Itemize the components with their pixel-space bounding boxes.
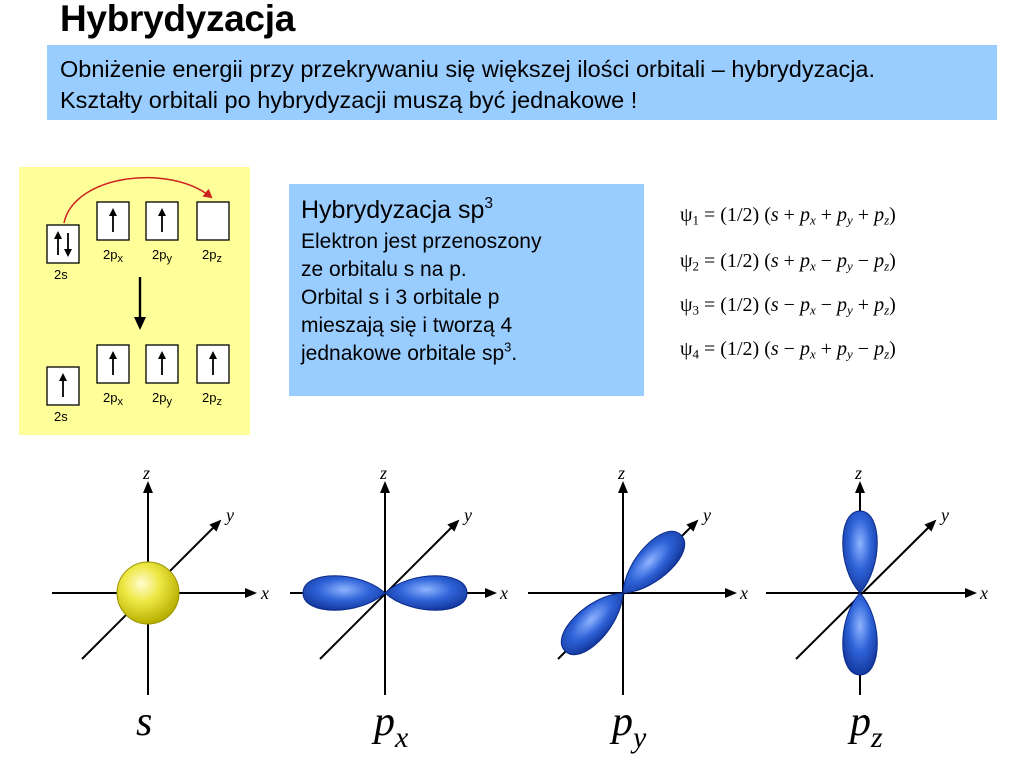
equation-psi-2: ψ2 = (1/2) (s + px − py − pz) xyxy=(680,250,896,274)
label-2px-top: 2px xyxy=(103,247,123,265)
sp3-line-2: ze orbitalu s na p. xyxy=(301,258,467,281)
axis-label-z-pz: z xyxy=(854,463,862,483)
axis-label-z-py: z xyxy=(617,463,625,483)
box-2s-top xyxy=(46,224,80,264)
axis-label-y-py: y xyxy=(701,505,711,525)
orbital-pz xyxy=(766,481,977,695)
intro-line-1: Obniżenie energii przy przekrywaniu się … xyxy=(60,56,876,82)
sp3-line-5: jednakowe orbitale sp3. xyxy=(301,339,518,365)
equation-psi-4: ψ4 = (1/2) (s − px + py − pz) xyxy=(680,338,896,362)
orbital-px xyxy=(290,481,497,695)
axis-label-y-s: y xyxy=(224,505,234,525)
orbital-s xyxy=(52,481,257,695)
equation-psi-3: ψ3 = (1/2) (s − px − py + pz) xyxy=(680,294,896,318)
label-2pz-bottom: 2pz xyxy=(202,390,222,408)
slide-title: Hybrydyzacja xyxy=(60,0,295,39)
promotion-arrow xyxy=(63,176,213,224)
axis-label-y-px: y xyxy=(462,505,472,525)
axis-label-x-s: x xyxy=(260,583,269,603)
label-2pz-top: 2pz xyxy=(202,247,222,265)
axis-label-y-pz: y xyxy=(939,505,949,525)
electron-configuration-diagram: 2s 2px 2py 2pz 2s 2px 2py 2pz xyxy=(19,167,250,435)
orbital-py xyxy=(528,481,737,695)
orbital-shapes: x y z x y z x y z x y z s px py pz xyxy=(52,463,988,754)
label-2s-top: 2s xyxy=(54,267,68,282)
axis-label-x-py: x xyxy=(739,583,748,603)
orbital-label-py: py xyxy=(609,699,647,754)
axis-label-z-px: z xyxy=(379,463,387,483)
axis-label-x-pz: x xyxy=(979,583,988,603)
orbital-label-px: px xyxy=(371,699,409,754)
intro-box: Obniżenie energii przy przekrywaniu się … xyxy=(47,45,997,120)
sp3-heading: Hybrydyzacja sp3 xyxy=(301,194,494,224)
label-2py-bottom: 2py xyxy=(152,390,172,408)
box-2pz-top xyxy=(196,201,230,241)
hybridization-arrow xyxy=(134,277,146,330)
sp3-explanation-box: Hybrydyzacja sp3 Elektron jest przenoszo… xyxy=(289,184,644,396)
intro-line-2: Kształty orbitali po hybrydyzacji muszą … xyxy=(60,87,638,113)
label-2py-top: 2py xyxy=(152,247,172,265)
axis-label-z-s: z xyxy=(142,463,150,483)
orbital-label-pz: pz xyxy=(847,699,883,754)
label-2s-bottom: 2s xyxy=(54,409,68,424)
equation-psi-1: ψ1 = (1/2) (s + px + py + pz) xyxy=(680,204,896,228)
axis-label-x-px: x xyxy=(499,583,508,603)
label-2px-bottom: 2px xyxy=(103,390,123,408)
sp3-line-1: Elektron jest przenoszony xyxy=(301,230,542,253)
sp3-line-3: Orbital s i 3 orbitale p xyxy=(301,286,500,309)
orbital-label-s: s xyxy=(136,699,152,745)
sp3-line-4: mieszają się i tworzą 4 xyxy=(301,314,513,337)
